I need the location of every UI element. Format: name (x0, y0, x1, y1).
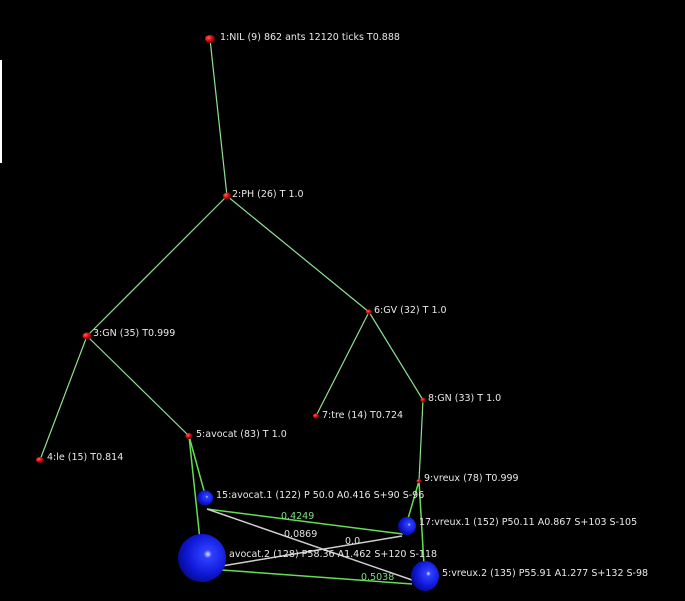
node-label: 6:GV (32) T 1.0 (374, 305, 447, 316)
edge (209, 38, 228, 197)
edge (39, 335, 88, 461)
edge (226, 195, 370, 313)
node-label: 1:NIL (9) 862 ants 12120 ticks T0.888 (220, 32, 400, 43)
edge-avocat2-vreux1 (221, 535, 403, 567)
sphere-vreux-2[interactable] (411, 561, 439, 591)
sphere-avocat-2[interactable] (178, 534, 226, 582)
edge-label: 0.4249 (281, 511, 314, 522)
sphere-avocat-1[interactable] (197, 490, 213, 506)
node-1[interactable] (205, 35, 215, 43)
edge-avocat1-vreux1 (206, 508, 404, 535)
node-4[interactable] (36, 457, 44, 463)
edge (315, 311, 370, 417)
node-2[interactable] (223, 192, 231, 200)
edge-label: 0.0 (345, 536, 360, 547)
sphere-label: 17:vreux.1 (152) P50.11 A0.867 S+103 S-1… (419, 517, 637, 528)
node-label: 5:avocat (83) T 1.0 (196, 429, 287, 440)
red-nodes (36, 35, 426, 483)
sphere-label: 15:avocat.1 (122) P 50.0 A0.416 S+90 S-9… (216, 490, 424, 501)
node-7[interactable] (313, 413, 319, 419)
edge (406, 480, 420, 523)
edge (418, 399, 424, 482)
edge (418, 480, 425, 566)
sphere-label: 5:vreux.2 (135) P55.91 A1.277 S+132 S-98 (442, 568, 648, 579)
sense-edges (206, 508, 413, 585)
node-3[interactable] (82, 332, 92, 340)
sense-spheres (178, 490, 439, 591)
sphere-label: avocat.2 (128) P58.36 A1.462 S+120 S-118 (229, 549, 437, 560)
node-label: 3:GN (35) T0.999 (93, 328, 175, 339)
edge (86, 195, 228, 337)
sphere-vreux-1[interactable] (398, 517, 416, 535)
tree-edges (39, 38, 425, 566)
edge-label: 0.0869 (284, 529, 317, 540)
node-9[interactable] (416, 479, 422, 483)
node-6[interactable] (366, 309, 372, 315)
edge (86, 335, 190, 437)
node-label: 8:GN (33) T 1.0 (428, 393, 501, 404)
edge (188, 435, 201, 541)
window-edge-marker (0, 60, 2, 163)
node-label: 9:vreux (78) T0.999 (424, 473, 519, 484)
edge (368, 311, 424, 401)
node-label: 2:PH (26) T 1.0 (232, 189, 304, 200)
node-5[interactable] (185, 433, 193, 439)
node-label: 4:le (15) T0.814 (47, 452, 123, 463)
edge-avocat2-vreux2 (221, 569, 413, 585)
edge-avocat1-vreux2 (206, 508, 413, 581)
node-8[interactable] (420, 397, 426, 403)
node-label: 7:tre (14) T0.724 (322, 410, 403, 421)
edge (188, 435, 207, 499)
edge-label: 0.5038 (361, 572, 394, 583)
